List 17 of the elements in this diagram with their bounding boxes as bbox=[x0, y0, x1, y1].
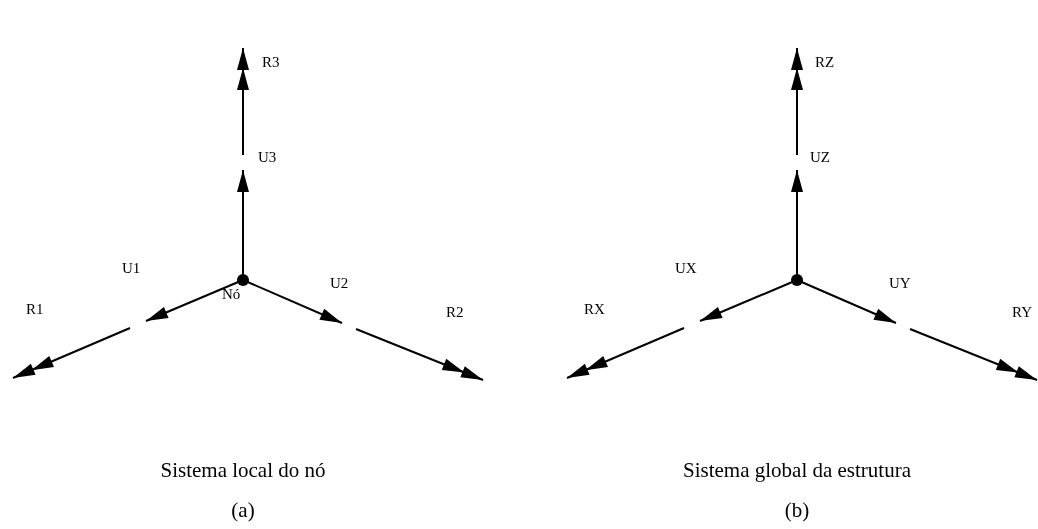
axis-label: RY bbox=[1012, 305, 1032, 320]
axis-label: R2 bbox=[446, 305, 464, 320]
axis-label: U2 bbox=[330, 276, 349, 291]
caption: Sistema global da estrutura bbox=[683, 460, 911, 481]
axis-label: UY bbox=[889, 276, 911, 291]
axis-label: U1 bbox=[122, 261, 141, 276]
axis-label: R1 bbox=[26, 302, 44, 317]
panel-label: (a) bbox=[231, 500, 255, 521]
axis-label: R3 bbox=[262, 55, 280, 70]
panel-label: (b) bbox=[784, 500, 810, 521]
caption: Sistema local do nó bbox=[160, 460, 326, 481]
axis-label: U3 bbox=[258, 150, 277, 165]
axis-label: Nó bbox=[222, 287, 241, 302]
axis-label: RZ bbox=[815, 55, 835, 70]
axis-label: UZ bbox=[810, 150, 830, 165]
axis-label: RX bbox=[584, 302, 605, 317]
axis-label: UX bbox=[675, 261, 697, 276]
